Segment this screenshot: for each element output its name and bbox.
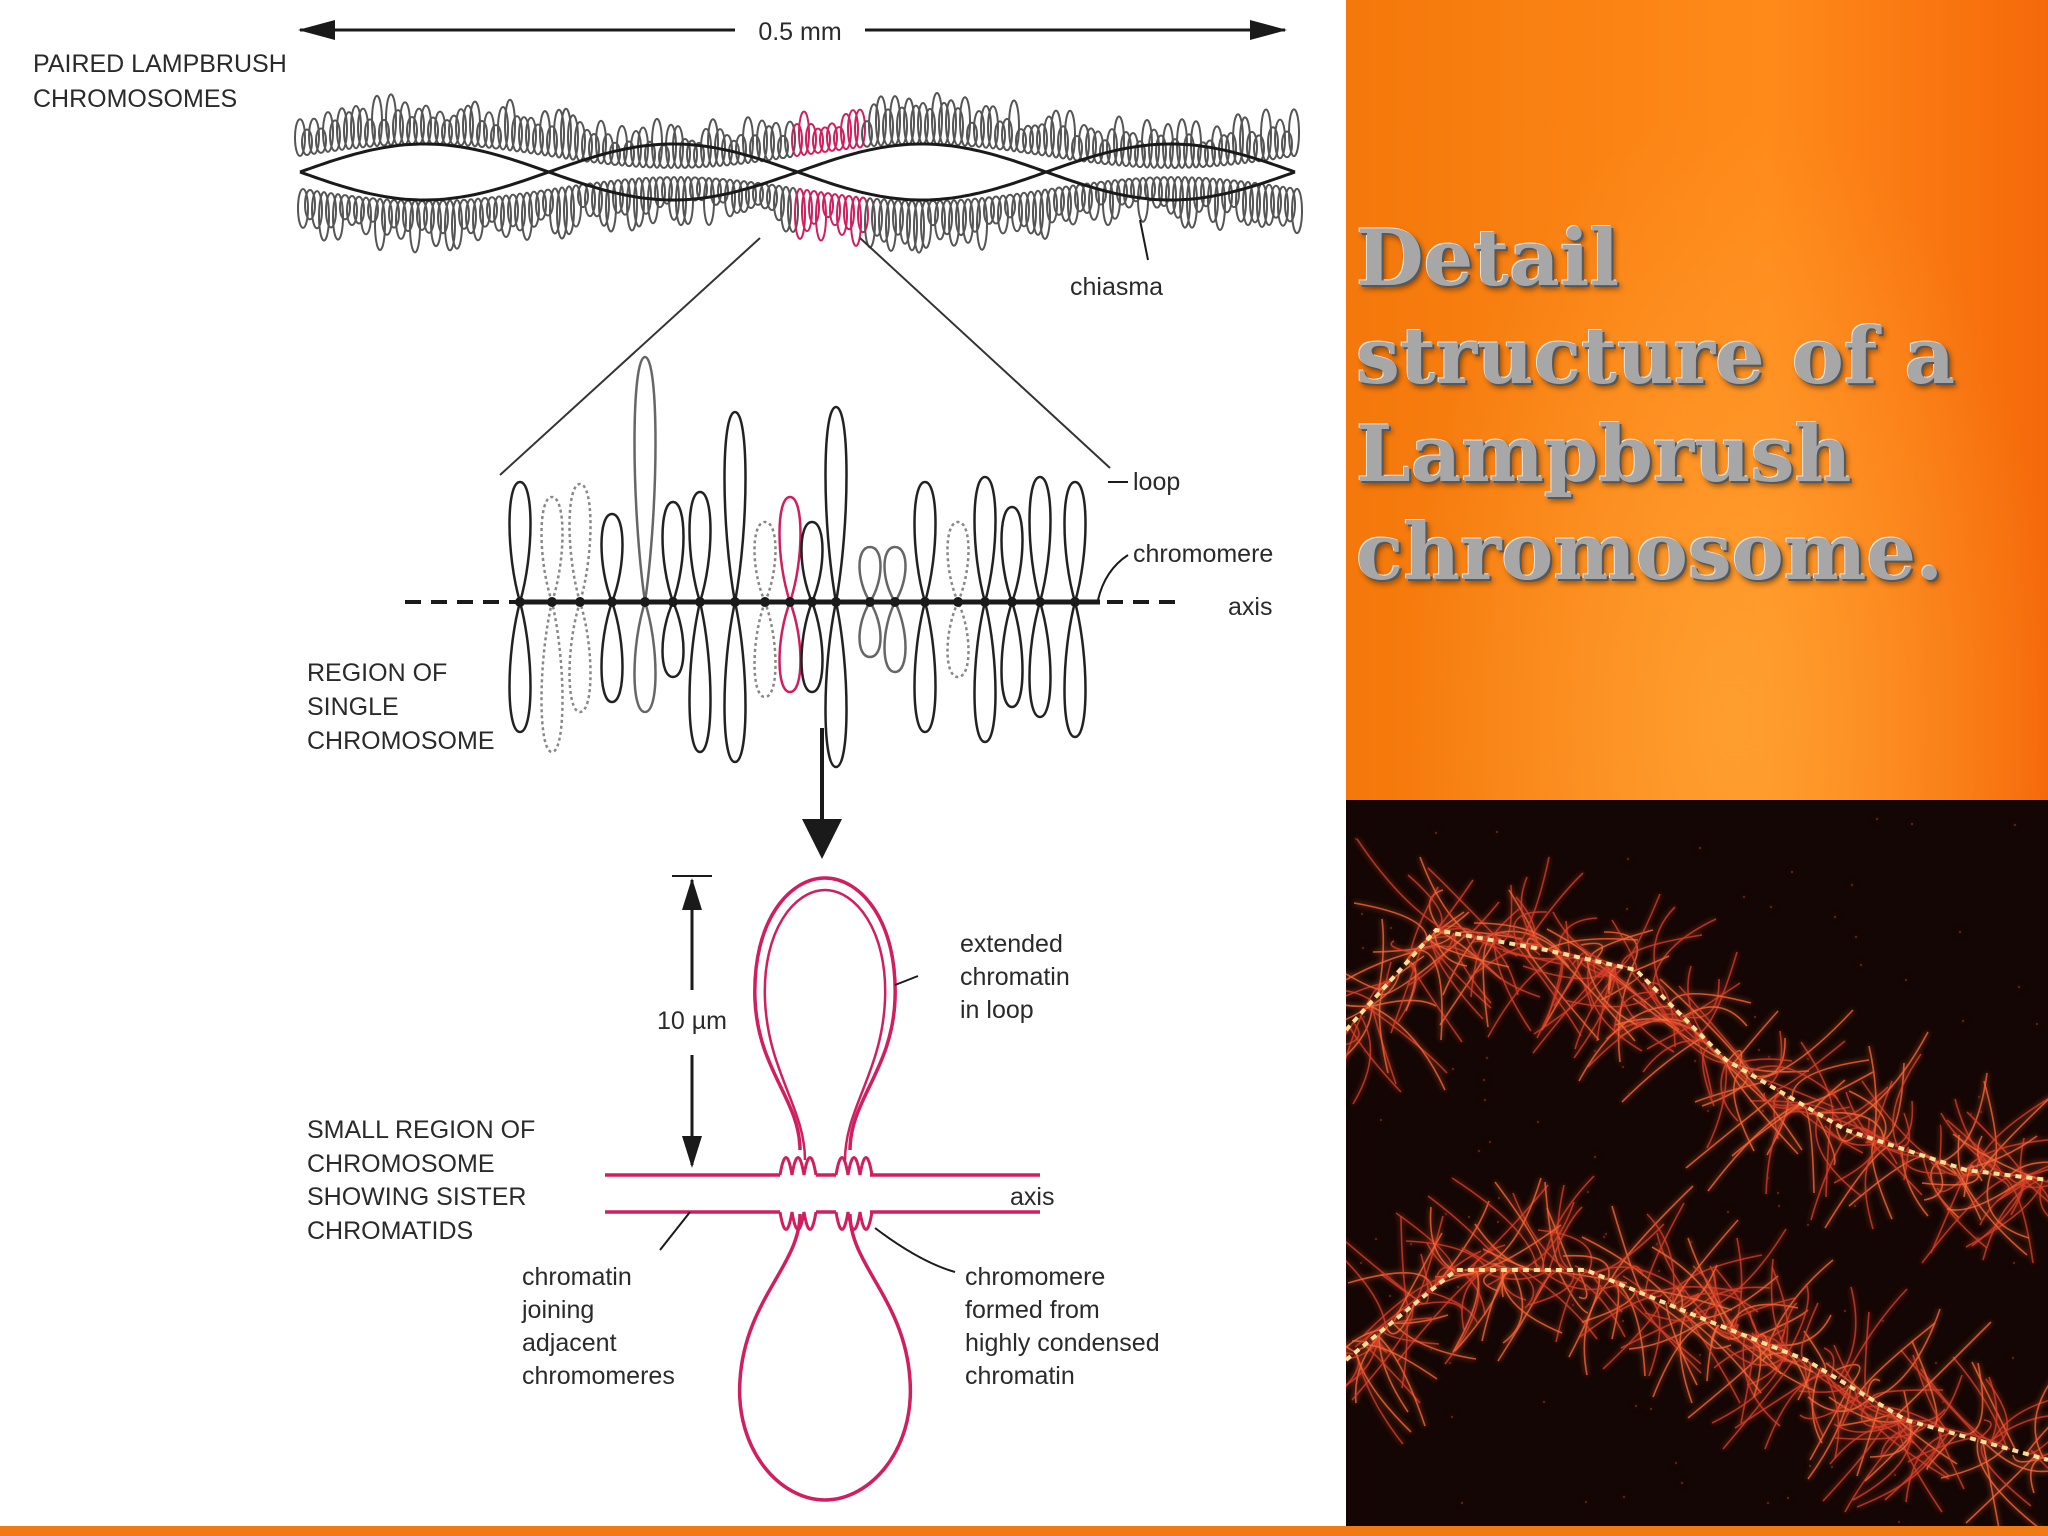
zoom-line-left (499, 237, 761, 476)
single-region-label-line1: REGION OF (307, 659, 447, 687)
scale-bar: 0.5 mm (298, 18, 1287, 46)
single-region-label-line2: SINGLE (307, 693, 399, 721)
sister-chromatid-loops (605, 876, 1040, 1502)
diagram-svg: 0.5 mm PAIRED LAMPBRUSH CHROMOSOMES chia… (33, 18, 1303, 1502)
loop-length-label: 10 µm (657, 1007, 727, 1035)
small-region-label-line1: SMALL REGION OF (307, 1116, 535, 1144)
small-region-label-line2: CHROMOSOME (307, 1150, 495, 1178)
single-chromosome-loops (508, 355, 1087, 769)
single-region-label-line3: CHROMOSOME (307, 727, 495, 755)
condensed-label-line1: chromomere (965, 1263, 1105, 1291)
small-region-label-line3: SHOWING SISTER (307, 1183, 526, 1211)
paired-label-line2: CHROMOSOMES (33, 85, 237, 113)
loop-length-dimension: 10 µm (657, 875, 727, 1168)
loop-label: loop (1133, 468, 1180, 496)
scale-label: 0.5 mm (758, 18, 841, 46)
condensed-label-line2: formed from (965, 1296, 1100, 1324)
axis-label-lower: axis (1010, 1183, 1054, 1211)
small-region-label-line4: CHROMATIDS (307, 1217, 473, 1245)
slide-title: Detail structure of a Lampbrush chromoso… (1356, 213, 1956, 598)
bottom-accent-bar (0, 1526, 2048, 1536)
lampbrush-diagram: 0.5 mm PAIRED LAMPBRUSH CHROMOSOMES chia… (33, 18, 1303, 1502)
joining-label-line3: adjacent (522, 1329, 617, 1357)
chromomere-label: chromomere (1133, 540, 1273, 568)
micrograph-svg (1346, 800, 2048, 1526)
extended-chromatin-label-line3: in loop (960, 996, 1034, 1024)
joining-label-line2: joining (521, 1296, 594, 1324)
axis-label: axis (1228, 593, 1272, 621)
paired-label-line1: PAIRED LAMPBRUSH (33, 50, 287, 78)
condensed-label-line3: highly condensed (965, 1329, 1160, 1357)
joining-label-line4: chromomeres (522, 1362, 675, 1390)
title-panel: Detail structure of a Lampbrush chromoso… (1346, 0, 2048, 800)
extended-chromatin-label-line2: chromatin (960, 963, 1070, 991)
extended-chromatin-label-line1: extended (960, 930, 1063, 958)
condensed-label-line4: chromatin (965, 1362, 1075, 1390)
joining-label-line1: chromatin (522, 1263, 632, 1291)
zoom-line-right (859, 237, 1111, 469)
chiasma-label: chiasma (1070, 273, 1163, 301)
fluorescent-micrograph-image (1346, 800, 2048, 1526)
paired-chromosomes (294, 92, 1303, 254)
